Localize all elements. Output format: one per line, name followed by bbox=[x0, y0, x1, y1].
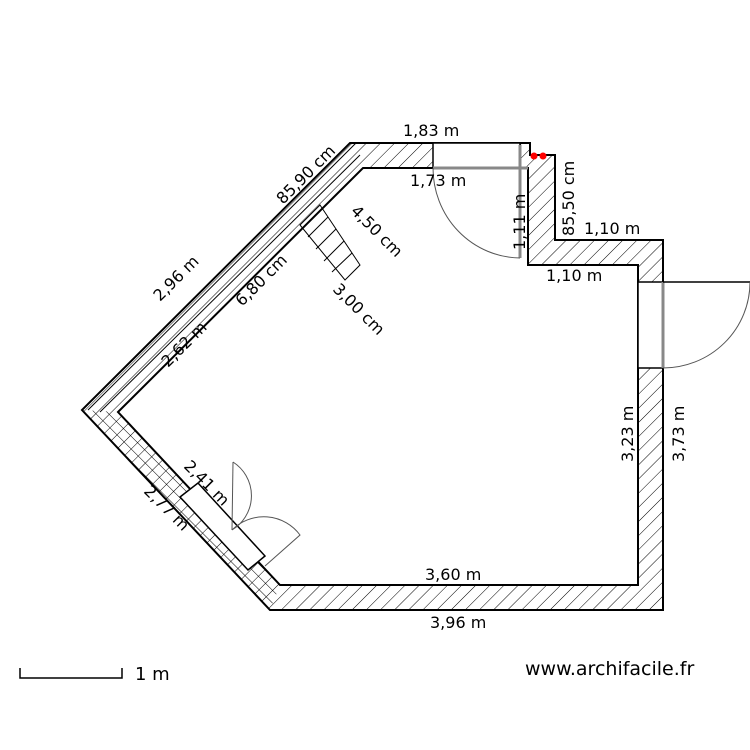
dim-notch-vertical: 1,11 m bbox=[510, 194, 529, 250]
dim-right-outer: 3,73 m bbox=[669, 406, 688, 462]
watermark: www.archifacile.fr bbox=[525, 658, 694, 680]
right-opening bbox=[637, 281, 664, 369]
marker-point bbox=[539, 152, 547, 160]
dim-step-outer: 1,10 m bbox=[584, 219, 640, 238]
scale-bar bbox=[19, 668, 123, 679]
sw-wall-hatch bbox=[82, 410, 280, 610]
sw-door-swing bbox=[231, 461, 301, 567]
dim-bottom-outer: 3,96 m bbox=[430, 613, 486, 632]
dim-notch-outer: 85,50 cm bbox=[559, 161, 578, 236]
top-opening bbox=[432, 142, 521, 169]
dim-bottom-inner: 3,60 m bbox=[425, 565, 481, 584]
right-door-swing bbox=[662, 281, 750, 369]
sw-door-leaf bbox=[231, 461, 234, 531]
top-door-swing bbox=[432, 167, 521, 259]
dim-stair-b: 3,00 cm bbox=[329, 279, 388, 338]
scale-label: 1 m bbox=[135, 664, 170, 685]
diag-wall-line bbox=[87, 142, 357, 411]
stairs bbox=[299, 204, 361, 281]
marker-point bbox=[530, 152, 538, 160]
dim-step-inner: 1,10 m bbox=[546, 266, 602, 285]
sw-opening bbox=[178, 481, 267, 572]
dim-stair-a: 4,50 cm bbox=[347, 201, 406, 260]
dim-right-inner: 3,23 m bbox=[618, 406, 637, 462]
diag-wall-line bbox=[99, 154, 361, 413]
dim-top-inner: 1,73 m bbox=[410, 171, 466, 190]
dim-top-outer: 1,83 m bbox=[403, 121, 459, 140]
